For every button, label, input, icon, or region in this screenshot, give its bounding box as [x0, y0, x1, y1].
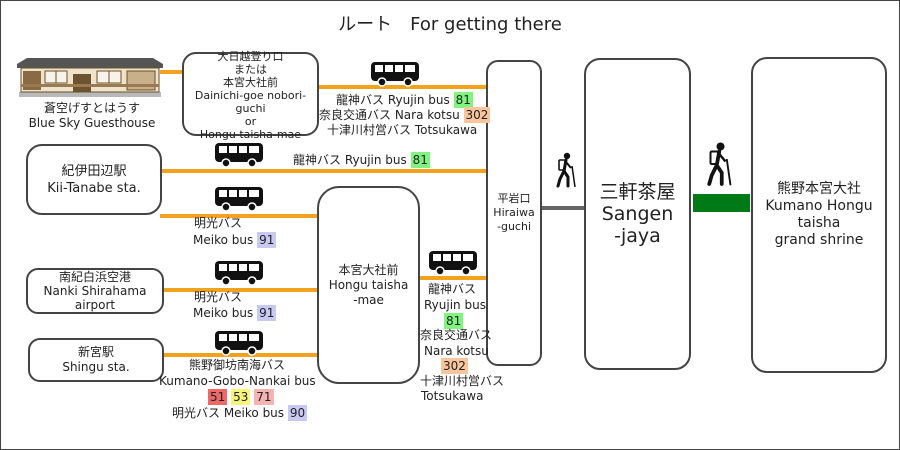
hiker-icon [703, 140, 733, 188]
hiker-icon [553, 152, 577, 188]
shrine-en2: taisha [797, 215, 841, 231]
hongu-mae-ja: 本宮大社前 [338, 262, 399, 277]
route-number-badge: 51 [208, 389, 228, 405]
guesthouse-name-en: Blue Sky Guesthouse [28, 116, 156, 130]
guesthouse-name-ja: 蒼空げすとはうす [43, 101, 140, 115]
shrine-en1: Kumano Hongu [765, 198, 873, 214]
line-shingu-to-hongu [160, 353, 320, 357]
hongu-mae-en2: -mae [353, 292, 384, 307]
route-top-ryujin: 龍神バス Ryujin bus 81 [336, 92, 473, 108]
route-shingu-meiko: 明光バス Meiko bus 90 [172, 405, 308, 421]
kii-tanabe-en: Kii-Tanabe sta. [47, 180, 141, 196]
route-hongu-nara-en: Nara kotsu [424, 344, 489, 358]
line-tanabe-to-hongu [160, 214, 320, 218]
route-number-badge: 71 [254, 389, 274, 405]
nanki-en: Nanki Shirahama [43, 284, 147, 298]
route-shingu-en: Kumano-Gobo-Nankai bus [159, 374, 316, 388]
route-number-badge: 302 [441, 358, 468, 374]
bus-icon [214, 330, 264, 360]
hiraiwa-en2: -guchi [497, 220, 531, 233]
shingu-station-box: 新宮駅 Shingu sta. [28, 338, 164, 382]
line-dainichi-to-hiraiwa [318, 85, 490, 89]
route-hongu-totsu-ja: 十津川村営バス [420, 374, 505, 388]
line-hongu-to-hiraiwa [418, 276, 490, 280]
sangen-ja: 三軒茶屋 [599, 181, 676, 203]
line-sangen-to-shrine-green [693, 194, 750, 212]
nanki-en2: airport [74, 298, 116, 312]
route-shingu-ja: 熊野御坊南海バス [189, 358, 286, 372]
shingu-en: Shingu sta. [62, 360, 130, 374]
nanki-airport-box: 南紀白浜空港 Nanki Shirahama airport [26, 268, 164, 314]
nanki-ja: 南紀白浜空港 [58, 270, 131, 284]
dainichi-line-6: Hongu taisha-mae [199, 127, 302, 141]
dainichi-line-2: または [234, 62, 267, 76]
route-number-badge: 302 [463, 107, 491, 123]
route-number-badge: 81 [444, 313, 464, 329]
hiraiwa-en1: Hiraiwa [493, 206, 535, 219]
dainichi-line-3: 本宮大社前 [223, 75, 278, 89]
route-meiko1-ja: 明光バス [194, 216, 243, 230]
route-hongu-nara-badge: 302 [441, 358, 468, 374]
hiraiwa-guchi-box: 平岩口 Hiraiwa -guchi [486, 60, 542, 366]
route-top-ryujin-text: 龍神バス Ryujin bus [336, 93, 450, 107]
hiraiwa-ja: 平岩口 [497, 192, 531, 205]
diagram-title: ルート For getting there [338, 14, 562, 35]
route-shingu-meiko-text: 明光バス Meiko bus [172, 406, 285, 420]
route-meiko1-en: Meiko bus 91 [193, 232, 277, 248]
line-hiraiwa-to-sangen [541, 206, 585, 210]
hongu-mae-en1: Hongu taisha [328, 277, 409, 292]
route-tanabe-text: 龍神バス Ryujin bus [293, 153, 407, 167]
route-hongu-ryujin-badge: 81 [444, 313, 464, 329]
line-tanabe-to-hiraiwa [160, 169, 490, 173]
route-meiko1-text: Meiko bus [193, 233, 254, 247]
route-number-badge: 81 [410, 152, 430, 168]
kii-tanabe-ja: 紀伊田辺駅 [61, 163, 127, 179]
route-number-badge: 90 [287, 405, 308, 421]
bus-icon [214, 142, 264, 172]
route-number-badge: 91 [257, 305, 277, 321]
dainichi-stop-box: 大日越登り口 または 本宮大社前 Dainichi-goe nobori-guc… [182, 49, 319, 141]
shrine-en3: grand shrine [774, 232, 864, 248]
line-guesthouse-to-dainichi [160, 70, 190, 74]
route-hongu-nara-ja: 奈良交通バス [420, 328, 493, 342]
route-tanabe-ryujin: 龍神バス Ryujin bus 81 [293, 152, 430, 168]
route-meiko2-text: Meiko bus [193, 306, 254, 320]
bus-icon [214, 260, 264, 290]
kii-tanabe-station-box: 紀伊田辺駅 Kii-Tanabe sta. [26, 144, 162, 215]
route-number-badge: 81 [453, 92, 473, 108]
route-top-nara-text: 奈良交通バス Nara kotsu [319, 108, 460, 122]
sangen-en1: Sangen [601, 203, 674, 225]
sangen-jaya-box: 三軒茶屋 Sangen -jaya [584, 58, 691, 370]
shrine-ja: 熊野本宮大社 [777, 181, 861, 197]
line-nanki-to-hongu [160, 288, 320, 292]
route-number-badge: 91 [257, 232, 277, 248]
route-top-nara: 奈良交通バス Nara kotsu 302 [319, 107, 491, 123]
route-shingu-badges: 51 53 71 [208, 389, 274, 405]
shingu-ja: 新宮駅 [77, 345, 114, 359]
sangen-en2: -jaya [614, 225, 661, 247]
hongu-taisha-mae-box: 本宮大社前 Hongu taisha -mae [317, 186, 420, 384]
bus-icon [214, 186, 264, 216]
route-top-totsukawa: 十津川村営バス Totsukawa [327, 123, 478, 137]
route-hongu-ryujin-en: Ryujin bus [424, 298, 486, 312]
route-meiko2-ja: 明光バス [194, 290, 243, 304]
dainichi-line-5: or [244, 114, 257, 128]
bus-icon [370, 61, 420, 91]
kumano-hongu-taisha-box: 熊野本宮大社 Kumano Hongu taisha grand shrine [751, 57, 887, 373]
bus-icon [428, 250, 478, 280]
dainichi-line-4: Dainichi-goe nobori-guchi [194, 88, 307, 115]
route-hongu-totsu-en: Totsukawa [421, 389, 484, 403]
route-meiko2-en: Meiko bus 91 [193, 305, 277, 321]
route-number-badge: 53 [231, 389, 251, 405]
guesthouse-icon [17, 56, 163, 98]
route-hongu-ryujin-ja: 龍神バス [428, 282, 477, 296]
dainichi-line-1: 大日越登り口 [217, 49, 284, 63]
